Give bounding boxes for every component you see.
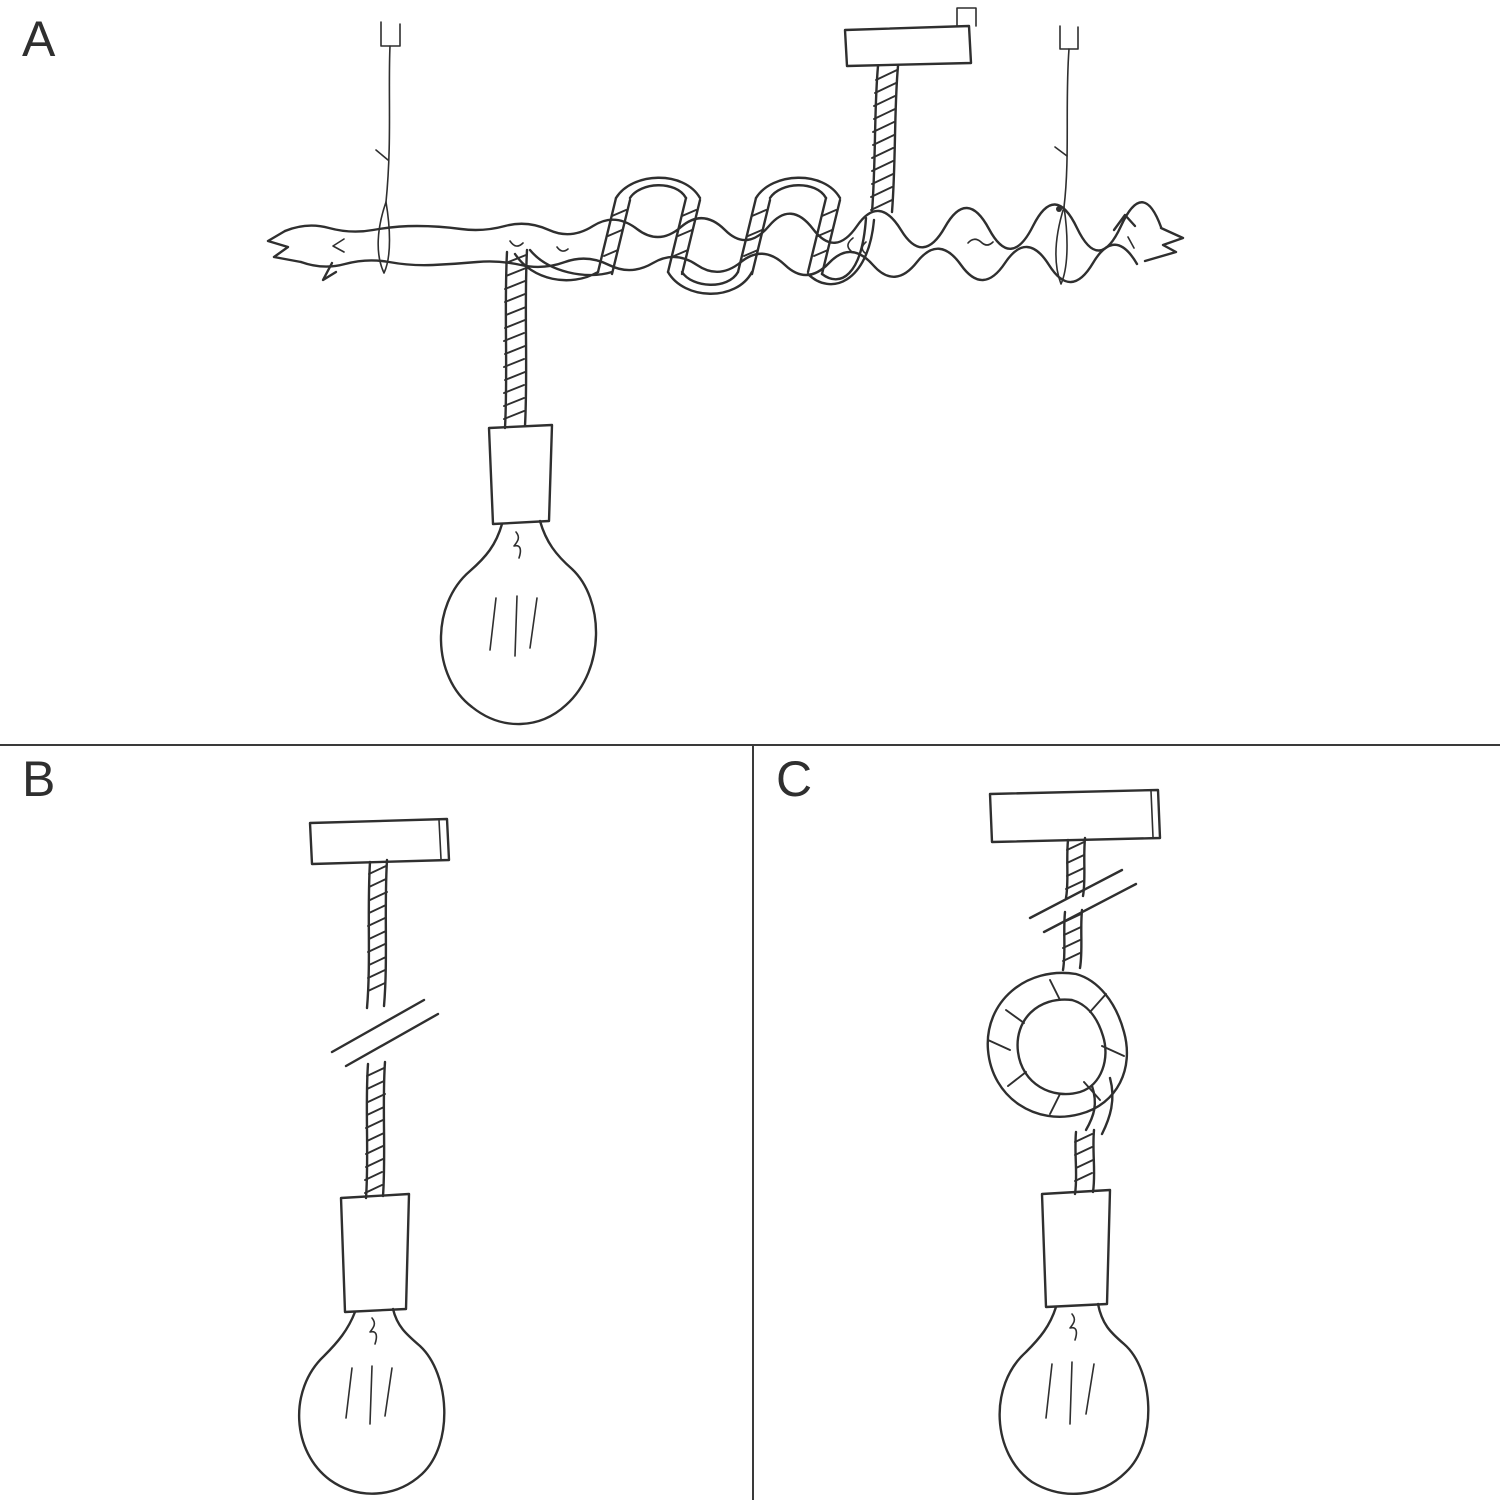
pendant-rope-drawing (503, 248, 529, 430)
light-bulb-drawing (998, 1302, 1150, 1495)
lamp-holder-drawing (487, 423, 554, 526)
panel-c-label: C (776, 751, 814, 807)
rope-bottom-drawing (1073, 1128, 1096, 1196)
panel-c: C (754, 746, 1500, 1500)
hanging-rope-drawing (870, 64, 900, 214)
rope-pendant-sketch-icon (297, 817, 451, 1495)
ceiling-attachments-drawing (375, 7, 1079, 285)
panel-a-label: A (22, 11, 57, 67)
length-break-marks (330, 998, 440, 1068)
panel-b: B (0, 746, 752, 1500)
length-break-marks (1028, 868, 1138, 934)
rope-top-drawing (1064, 836, 1087, 900)
branch-pendant-sketch-icon (266, 7, 1185, 726)
ceiling-rose-drawing (988, 788, 1162, 844)
rope-upper-drawing (365, 858, 389, 1010)
rope-wrapped-around-branch-drawing (513, 176, 876, 295)
vertical-divider (752, 746, 754, 1500)
rope-mid-drawing (1061, 908, 1084, 972)
horizontal-divider (0, 744, 1500, 746)
rope-knot-drawing (986, 971, 1129, 1136)
rope-lower-drawing (364, 1060, 387, 1200)
light-bulb-drawing (297, 1307, 446, 1495)
ceiling-rose-drawing (308, 817, 451, 866)
branch-drawing (266, 201, 1185, 284)
lamp-holder-drawing (339, 1192, 411, 1314)
panel-a: A (0, 0, 1500, 744)
lamp-holder-drawing (1040, 1188, 1112, 1309)
panel-b-label: B (22, 751, 57, 807)
light-bulb-drawing (439, 519, 598, 726)
knotted-rope-pendant-sketch-icon (986, 788, 1162, 1495)
